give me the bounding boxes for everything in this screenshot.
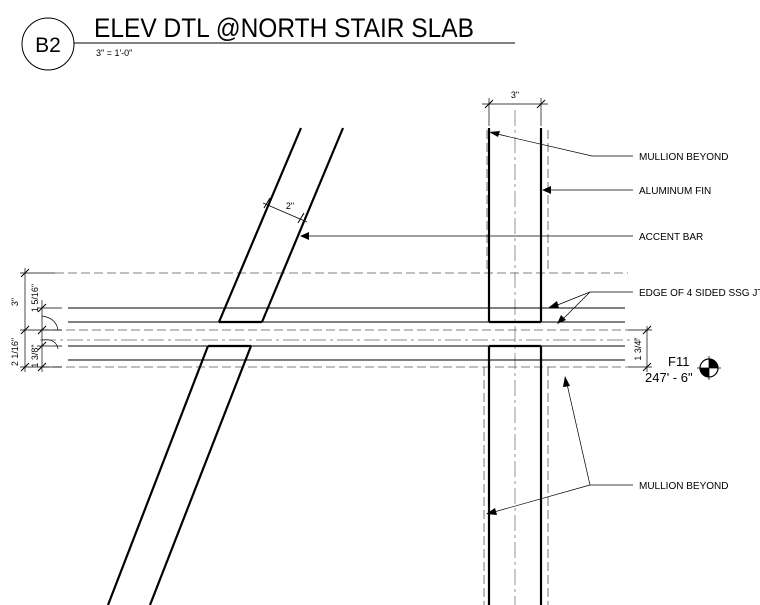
- left-tick-273: [20, 268, 30, 278]
- fin-dim-tick-left: [484, 99, 494, 109]
- left-tick-367b: [37, 362, 47, 372]
- arrowhead-ssg-a: [548, 301, 559, 308]
- left-dim-curve-bottom: [41, 339, 59, 350]
- left-tick-330b: [37, 325, 47, 335]
- arrowhead-accent-bar: [300, 232, 309, 240]
- left-tick-330: [20, 325, 30, 335]
- fin-dim-tick-right: [536, 99, 546, 109]
- note-mullion-beyond-top: MULLION BEYOND: [639, 152, 728, 163]
- right-dim-text: 1 3/4": [633, 337, 643, 360]
- accent-dim-text: 2": [286, 201, 294, 211]
- left-dim-curve-top: [41, 315, 59, 331]
- detail-tag-circle: [21, 17, 75, 71]
- left-tick-346: [37, 341, 47, 351]
- elevation-name: F11: [668, 354, 689, 369]
- accent-bar-lower-left-edge: [106, 345, 210, 605]
- accent-dim-tick-left: [263, 197, 271, 209]
- detail-tag: B2: [35, 34, 61, 57]
- drawing-scale: 3" = 1'-0": [96, 48, 132, 58]
- left-tick-367: [20, 362, 30, 372]
- note-mullion-beyond-bottom: MULLION BEYOND: [639, 481, 728, 492]
- note-accent-bar: ACCENT BAR: [639, 232, 703, 243]
- arrowhead-mullion-bottom-a: [486, 508, 497, 515]
- leader-mullion-bottom-a: [493, 484, 591, 513]
- note-aluminum-fin: ALUMINUM FIN: [639, 186, 711, 197]
- elevation-value: 247' - 6": [645, 370, 693, 385]
- note-edge-ssg: EDGE OF 4 SIDED SSG JT: [639, 288, 760, 299]
- left-dim-outer-top: 3": [10, 298, 20, 306]
- left-dim-inner-top: 1 5/16": [30, 284, 40, 312]
- accent-dim-line: [262, 202, 308, 223]
- arrowhead-aluminum-fin: [542, 186, 551, 194]
- left-dim-inner-bottom: 1 3/8": [30, 344, 40, 367]
- arrowhead-mullion-top: [489, 131, 500, 137]
- right-tick-top: [642, 325, 652, 335]
- elevation-target-icon: [697, 356, 721, 380]
- arrowhead-mullion-bottom-b: [563, 376, 570, 387]
- left-tick-308: [37, 303, 47, 313]
- fin-dim-text: 3": [511, 90, 519, 100]
- accent-bar-lower-right-edge: [148, 345, 253, 605]
- leader-mullion-top: [496, 133, 633, 157]
- accent-bar-upper-right-edge: [260, 127, 345, 323]
- left-dim-outer-bottom: 2 1/16": [10, 338, 20, 366]
- leader-ssg-a: [554, 291, 591, 307]
- accent-bar-upper-left-edge: [217, 127, 303, 323]
- arrowhead-ssg-b: [557, 315, 566, 324]
- leader-mullion-bottom-b: [566, 383, 591, 486]
- leader-ssg-b: [561, 291, 591, 321]
- right-tick-bottom: [642, 362, 652, 372]
- accent-dim-tick-right: [297, 212, 305, 224]
- detail-title: ELEV DTL @NORTH STAIR SLAB: [94, 13, 474, 43]
